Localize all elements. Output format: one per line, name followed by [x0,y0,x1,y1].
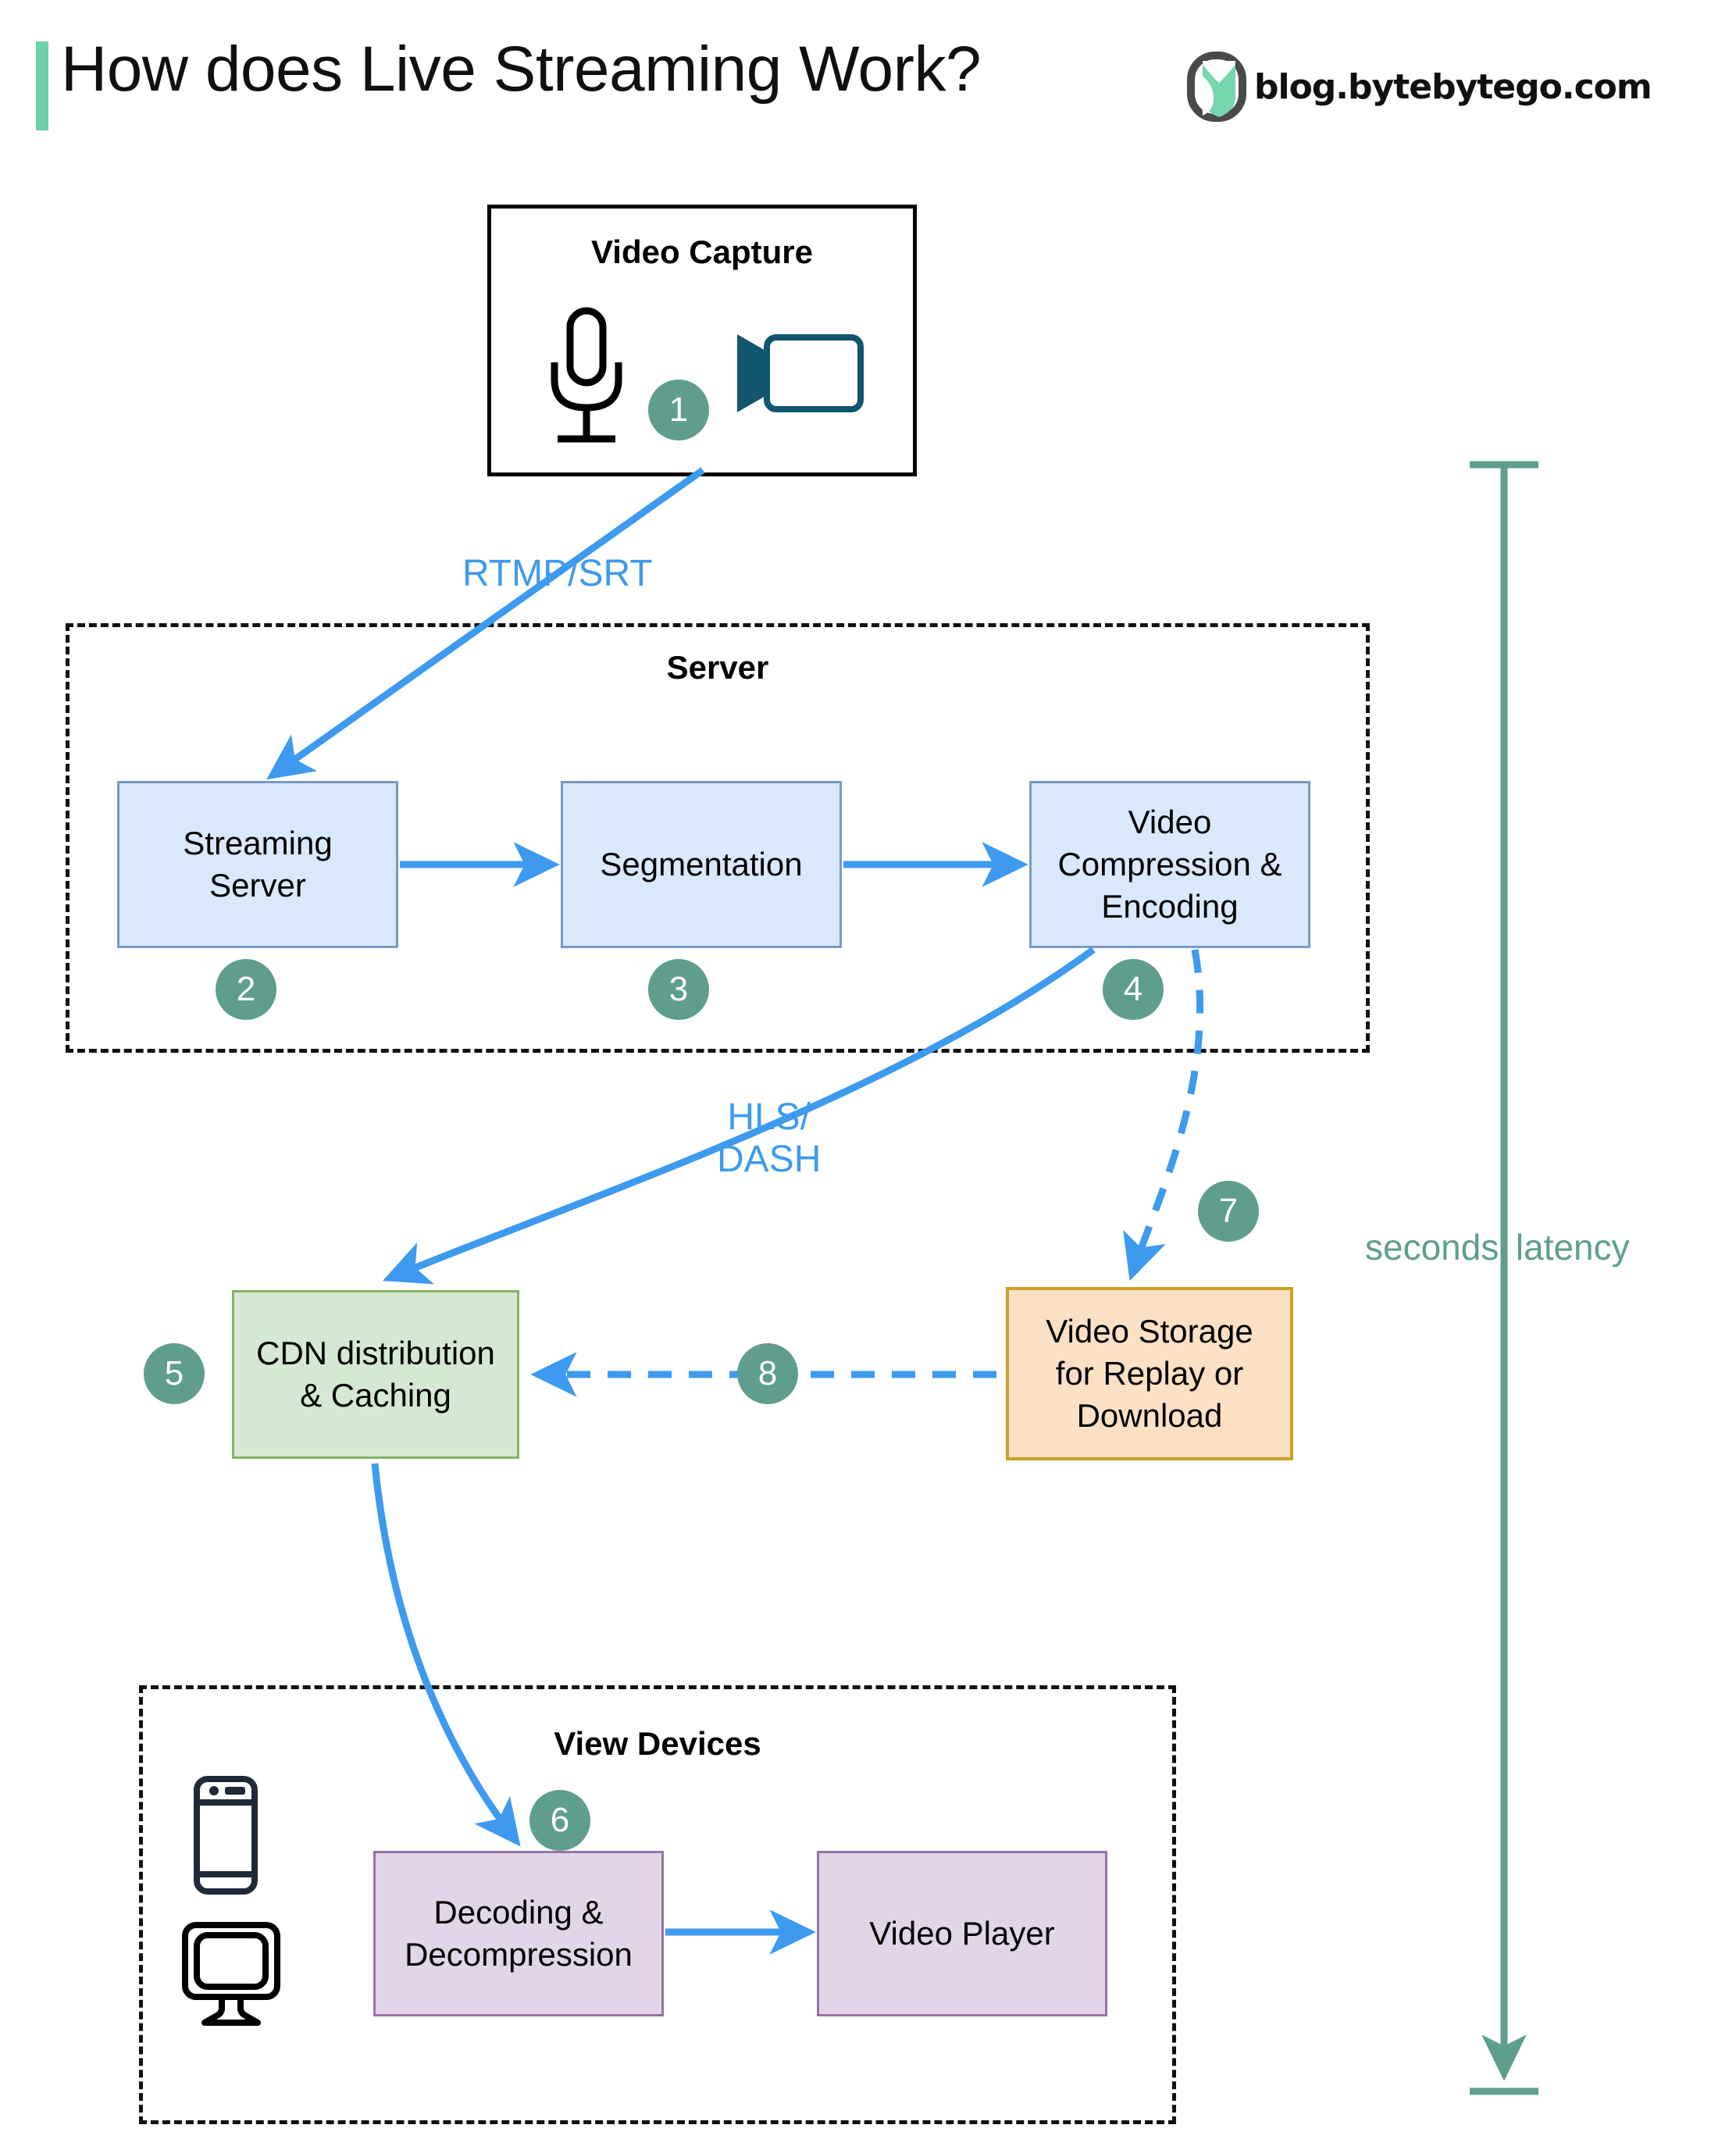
node-video-compression[interactable]: Video Compression & Encoding [1029,781,1310,948]
video-camera-icon [726,328,867,426]
node-cdn[interactable]: CDN distribution & Caching [232,1290,519,1459]
view-devices-title: View Devices [554,1725,761,1762]
node-video-player[interactable]: Video Player [817,1851,1107,2016]
page-title: How does Live Streaming Work? [61,34,982,105]
latency-label: seconds' latency [1365,1227,1630,1267]
badge-6: 6 [529,1790,590,1851]
badge-3: 3 [648,959,709,1020]
bytebytego-logo-icon [1187,52,1246,122]
node-streaming-server-label: Streaming Server [183,825,333,904]
badge-2: 2 [216,959,276,1020]
brand-text: blog.bytebytego.com [1254,66,1652,107]
badge-1: 1 [648,380,709,440]
badge-8: 8 [737,1343,798,1404]
badge-3-label: 3 [668,970,689,1008]
video-capture-title: Video Capture [591,234,813,270]
node-decoding[interactable]: Decoding & Decompression [373,1851,664,2016]
node-video-storage[interactable]: Video Storage for Replay or Download [1006,1287,1293,1460]
node-video-player-label: Video Player [869,1915,1055,1952]
badge-6-label: 6 [550,1801,570,1839]
smartphone-icon [191,1774,261,1900]
title-accent-bar [36,41,48,130]
brand: blog.bytebytego.com [1187,52,1652,122]
badge-8-label: 8 [757,1354,778,1392]
badge-4: 4 [1103,959,1164,1020]
view-devices-group: View Devices [139,1685,1176,2124]
server-title: Server [666,649,769,686]
badge-5-label: 5 [164,1354,184,1392]
node-streaming-server[interactable]: Streaming Server [117,781,398,948]
node-decoding-label: Decoding & Decompression [405,1894,633,1973]
microphone-icon [539,305,633,457]
badge-7: 7 [1198,1181,1259,1242]
badge-4-label: 4 [1123,970,1143,1008]
node-video-storage-label: Video Storage for Replay or Download [1046,1313,1253,1434]
edge-label-rtmp-srt: RTMP/SRT [462,553,653,594]
badge-2-label: 2 [236,970,256,1008]
edge-label-hls-dash: HLS/ DASH [717,1096,822,1180]
node-segmentation-label: Segmentation [600,846,803,883]
node-video-compression-label: Video Compression & Encoding [1057,804,1282,925]
badge-5: 5 [144,1343,205,1404]
node-cdn-label: CDN distribution & Caching [256,1335,495,1414]
badge-1-label: 1 [668,390,689,429]
node-segmentation[interactable]: Segmentation [561,781,842,948]
desktop-monitor-icon [181,1921,281,2034]
badge-7-label: 7 [1218,1192,1239,1230]
